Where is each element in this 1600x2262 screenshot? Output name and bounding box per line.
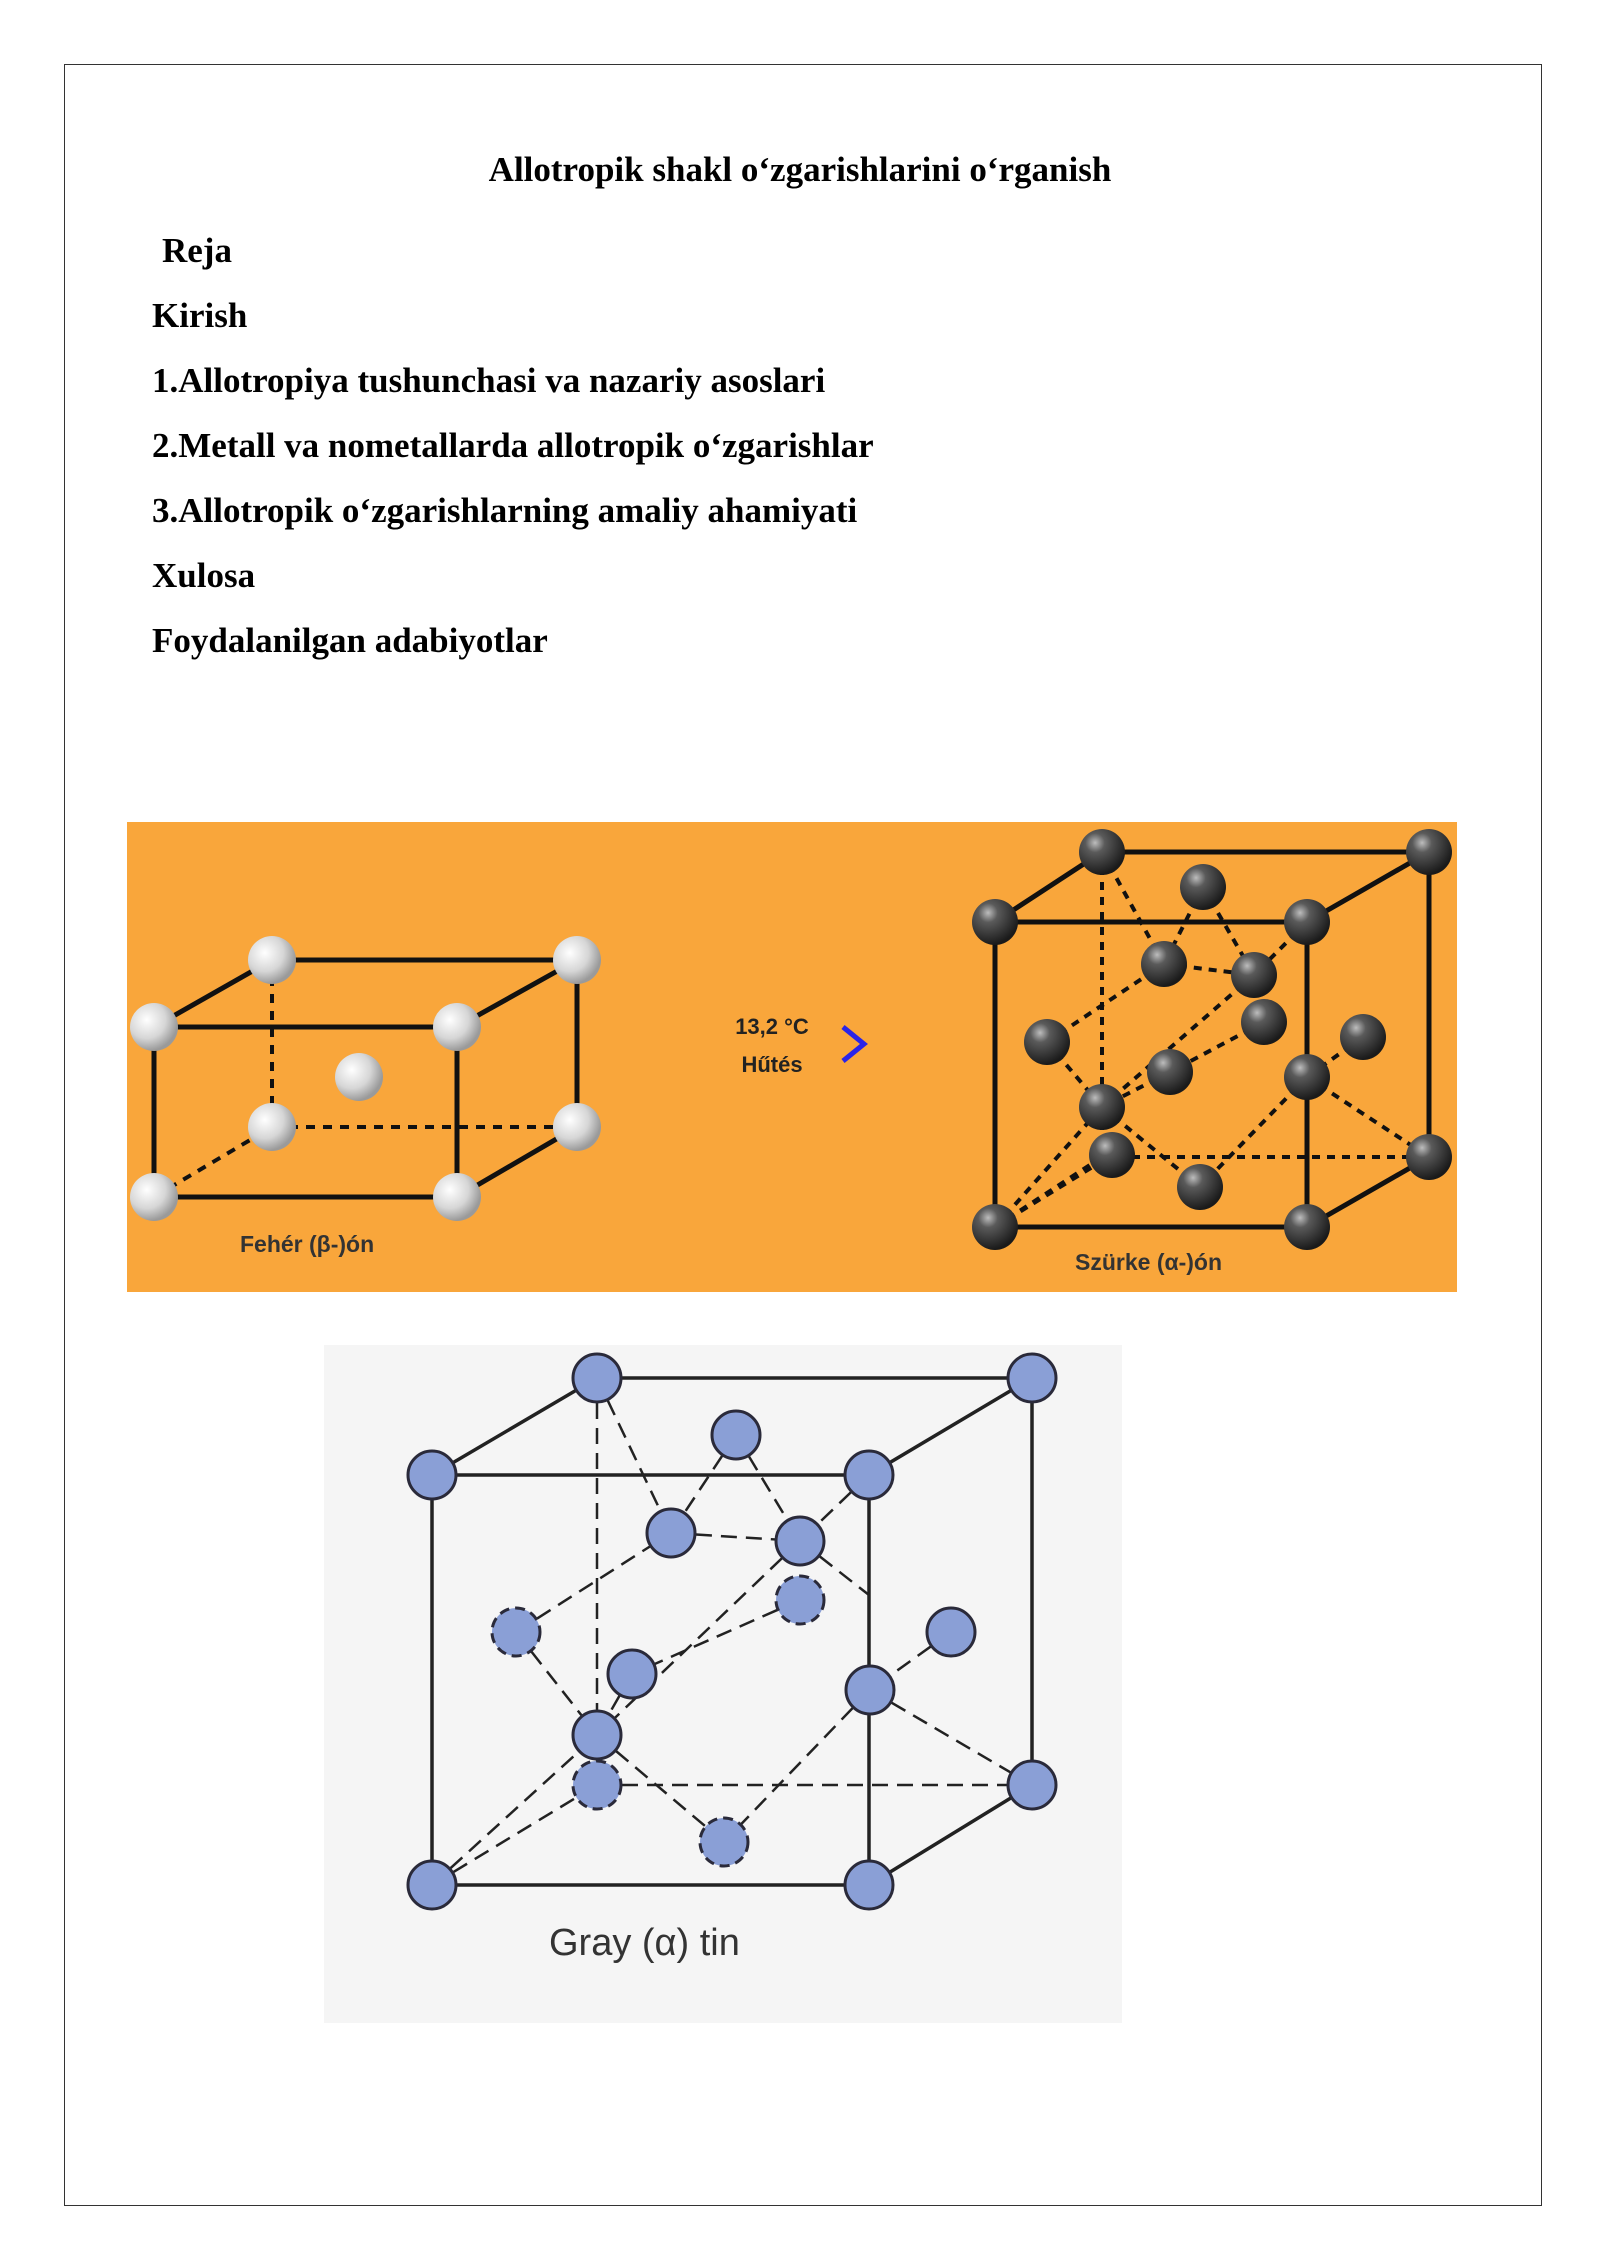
diagram-background [324, 1345, 1122, 2023]
document-title: Allotropik shakl o‘zgarishlarini o‘rgani… [488, 150, 1112, 189]
toc-item: Xulosa [152, 556, 256, 595]
toc-item: 3.Allotropik o‘zgarishlarning amaliy aha… [152, 491, 858, 530]
tin-allotropes-figure: Fehér (β-)ón 13,2 °C Hűtés [127, 822, 1457, 1292]
white-tin-atoms [130, 936, 601, 1221]
toc-item: 2.Metall va nometallarda allotropik o‘zg… [152, 426, 874, 465]
left-label: Fehér (β-)ón [240, 1231, 374, 1257]
diagram-atoms [406, 1352, 1058, 1911]
toc-item: Foydalanilgan adabiyotlar [152, 621, 548, 660]
toc-heading: Reja [162, 231, 232, 270]
toc-item: Kirish [152, 296, 248, 335]
cooling-arrow: 13,2 °C Hűtés [680, 1014, 868, 1077]
arrow-temperature: 13,2 °C [735, 1014, 809, 1039]
diagram-caption: Gray (α) tin [549, 1922, 740, 1964]
right-label: Szürke (α-)ón [1075, 1249, 1222, 1275]
toc-item: 1.Allotropiya tushunchasi va nazariy aso… [152, 361, 826, 400]
gray-tin-atoms [972, 829, 1452, 1250]
diagram-cell-lines [430, 1376, 1034, 1887]
page-border [64, 64, 1542, 2206]
gray-tin-diagram: Gray (α) tin [324, 1345, 1122, 2023]
table-of-contents: Reja Kirish 1.Allotropiya tushunchasi va… [152, 218, 874, 673]
arrow-caption: Hűtés [741, 1052, 802, 1077]
